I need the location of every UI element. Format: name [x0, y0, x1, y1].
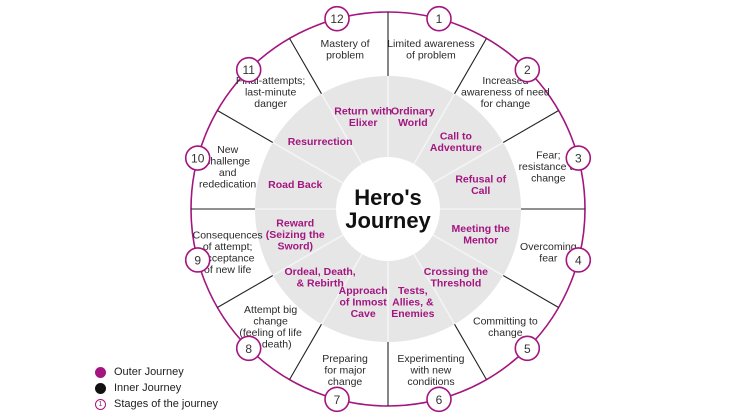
- stage-badge-1: [426, 5, 452, 32]
- legend-inner: Inner Journey: [95, 380, 218, 396]
- stage-badge-7: [324, 386, 350, 413]
- outer-journey-swatch: [95, 366, 106, 378]
- stage-number-9: 9: [194, 253, 201, 267]
- stage-number-1: 1: [436, 12, 443, 26]
- legend-stage-label: Stages of the journey: [114, 398, 218, 410]
- stage-number-4: 4: [575, 253, 582, 267]
- stage-badge-11: [235, 56, 262, 83]
- title-line-1: Hero's: [354, 185, 422, 210]
- outer-divider: [454, 38, 487, 95]
- stage-number-10: 10: [191, 152, 205, 166]
- outer-divider: [289, 38, 322, 95]
- inner-divider: [432, 234, 504, 277]
- outer-divider: [502, 275, 559, 308]
- stage-badge-6: [426, 386, 452, 413]
- inner-label-8: Ordeal, Death,& Rebirth: [285, 266, 356, 290]
- inner-journey-swatch: [95, 382, 106, 394]
- stage-badge-4: [565, 247, 592, 273]
- inner-divider: [320, 253, 363, 325]
- legend: Outer Journey Inner Journey 1 Stages of …: [95, 364, 218, 412]
- inner-label-6: Tests,Allies, &Enemies: [391, 285, 434, 320]
- legend-stage: 1 Stages of the journey: [95, 396, 218, 412]
- inner-label-10: Road Back: [268, 179, 322, 191]
- stage-number-2: 2: [524, 63, 531, 77]
- stage-badge-5: [514, 335, 541, 362]
- outer-divider: [217, 275, 274, 308]
- inner-divider: [432, 141, 504, 184]
- outer-divider: [454, 323, 487, 380]
- stage-number-6: 6: [436, 393, 443, 407]
- inner-divider: [320, 93, 363, 165]
- stage-number-12: 12: [330, 12, 344, 26]
- inner-divider: [413, 253, 456, 325]
- legend-outer-label: Outer Journey: [114, 366, 184, 378]
- inner-divider: [272, 234, 344, 277]
- inner-label-11: Resurrection: [288, 136, 353, 148]
- center-circle: [336, 157, 440, 261]
- stage-number-8: 8: [245, 342, 252, 356]
- stage-number-7: 7: [334, 393, 341, 407]
- legend-outer: Outer Journey: [95, 364, 218, 380]
- stage-badge-8: [235, 335, 262, 362]
- inner-divider: [272, 141, 344, 184]
- stage-number-3: 3: [575, 152, 582, 166]
- outer-divider: [217, 110, 274, 143]
- stage-number-5: 5: [524, 342, 531, 356]
- inner-divider: [413, 93, 456, 165]
- legend-inner-label: Inner Journey: [114, 382, 182, 394]
- stage-badge-10: [184, 145, 211, 171]
- stage-badge-9: [184, 247, 211, 273]
- stage-number-11: 11: [242, 63, 255, 77]
- stage-badge-3: [565, 145, 592, 171]
- outer-divider: [502, 110, 559, 143]
- stage-number-swatch: 1: [95, 398, 106, 410]
- title-line-2: Journey: [345, 208, 431, 233]
- stage-badge-12: [324, 5, 350, 32]
- stage-badge-2: [514, 56, 541, 83]
- outer-divider: [289, 323, 322, 380]
